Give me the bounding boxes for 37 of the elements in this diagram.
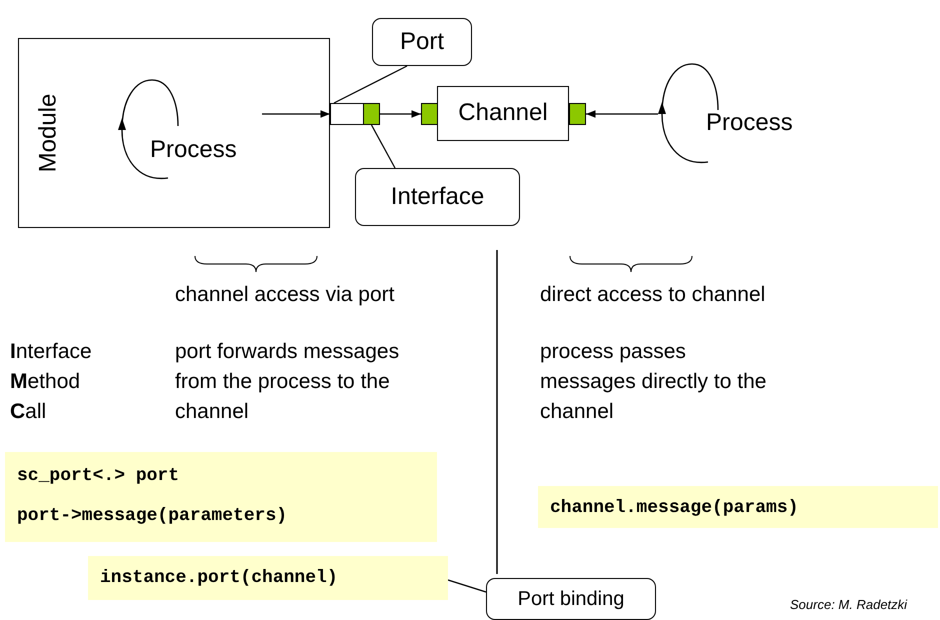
description-text: channel access via port	[175, 282, 394, 308]
interface-square	[421, 103, 438, 125]
channel-box	[437, 86, 569, 141]
process-label: Process	[706, 109, 793, 137]
callout-label: Port binding	[516, 587, 626, 612]
description-text: port forwards messages from the process to the channel	[175, 339, 400, 425]
callout-box	[486, 578, 656, 620]
callout-box	[355, 168, 520, 226]
acronym-line: Call	[10, 399, 48, 425]
source-note: Source: M. Radetzki	[790, 596, 908, 614]
interface-square	[569, 103, 586, 125]
code-text: port->message(parameters)	[17, 505, 288, 528]
arrow	[586, 110, 658, 118]
arrow	[380, 110, 421, 118]
description-text: process passes messages directly to the channel	[540, 339, 768, 425]
leader-line	[334, 65, 408, 104]
callout-box	[372, 18, 472, 66]
channel-label: Channel	[457, 99, 549, 127]
leader-line	[370, 124, 396, 168]
code-text: instance.port(channel)	[100, 567, 338, 590]
port-box	[330, 103, 380, 125]
code-panel	[538, 486, 938, 528]
callout-label: Interface	[390, 183, 486, 211]
process-label: Process	[150, 136, 237, 164]
code-panel	[88, 556, 448, 600]
arrow	[262, 110, 330, 118]
code-text: channel.message(params)	[550, 497, 798, 520]
leader-line	[448, 579, 486, 593]
module-box	[18, 38, 330, 228]
code-panel	[5, 452, 437, 542]
module-label: Module	[34, 94, 62, 172]
interface-square	[363, 103, 380, 125]
code-text: sc_port<.> port	[17, 465, 180, 488]
acronym-line: Method	[10, 369, 82, 395]
acronym-line: Interface	[10, 339, 93, 365]
callout-label: Port	[398, 28, 445, 56]
description-text: direct access to channel	[540, 282, 766, 308]
